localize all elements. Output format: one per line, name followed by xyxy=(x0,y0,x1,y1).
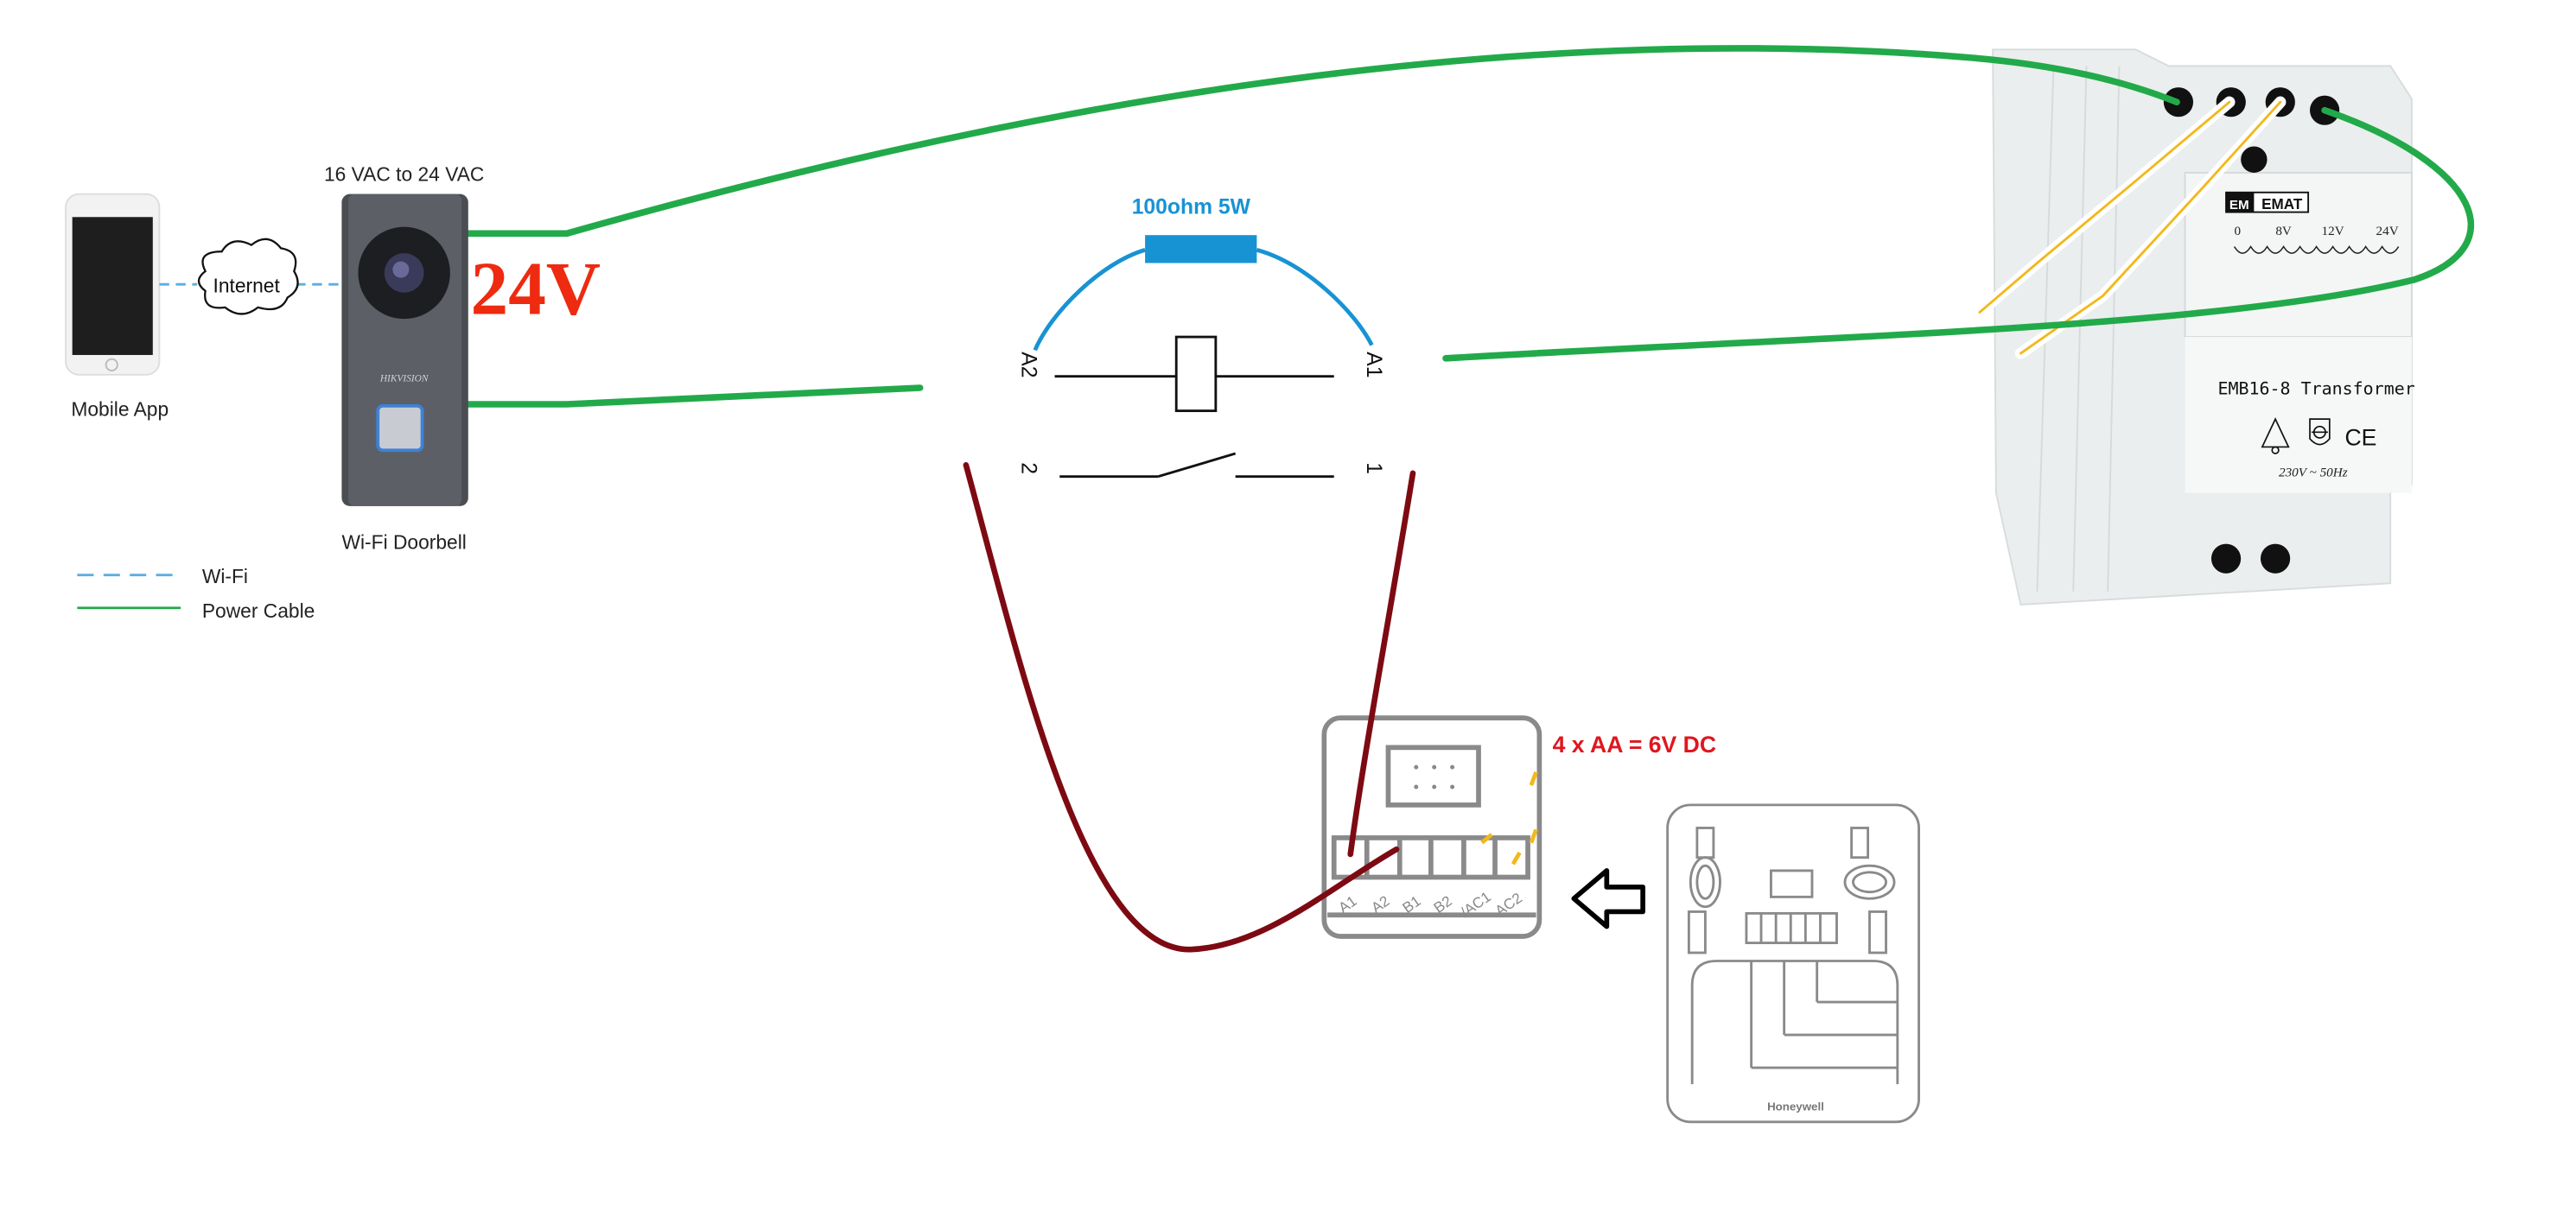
relay-wire-to-a1 xyxy=(1347,470,1416,858)
relay: 100ohm 5W A2 A1 2 1 xyxy=(1017,195,1385,479)
mobile-app-label: Mobile App xyxy=(71,397,169,420)
switch-terminal-2: 2 xyxy=(1017,462,1040,474)
tap-label: 12V xyxy=(2322,224,2344,238)
legend-power-label: Power Cable xyxy=(202,599,315,622)
doorbell-button xyxy=(376,404,424,453)
coil-terminal-a1: A1 xyxy=(1362,352,1385,377)
tap-label: 24V xyxy=(2376,224,2399,238)
voltage-range-label: 16 VAC to 24 VAC xyxy=(324,162,484,185)
honeywell-wall-plate xyxy=(1666,803,1920,1124)
doorbell-label: Wi-Fi Doorbell xyxy=(341,530,466,553)
bell-icon xyxy=(2261,417,2290,454)
power-cable-top xyxy=(465,45,2180,238)
emat-logo-mark: EM xyxy=(2229,198,2249,212)
transformer-brand: EMAT xyxy=(2261,196,2303,212)
relay-wire-to-a2 xyxy=(963,462,1400,953)
relay-coil xyxy=(1054,335,1334,413)
safety-transformer-icon xyxy=(2309,418,2331,446)
coil-terminal-a2: A2 xyxy=(1017,352,1040,377)
internet-cloud-icon xyxy=(197,238,299,315)
transformer: EM EMAT 0 8V 12V 24V EMB16-8 Transformer… xyxy=(1974,48,2415,606)
tap-label: 0 xyxy=(2235,224,2242,238)
transformer-rating: 230V ~ 50Hz xyxy=(2279,466,2348,480)
winding-symbol xyxy=(2233,245,2400,254)
relay-wires xyxy=(963,462,1416,953)
resistor-lead-left xyxy=(1033,248,1146,352)
resistor-label: 100ohm 5W xyxy=(1132,195,1251,219)
wifi-doorbell: HIKVISION xyxy=(341,193,468,506)
power-cable-right xyxy=(1442,106,2475,362)
ce-mark: CE xyxy=(2344,425,2376,451)
relay-switch xyxy=(1059,452,1334,479)
power-cables xyxy=(465,45,2475,408)
transformer-model: EMB16-8 Transformer xyxy=(2217,378,2414,399)
legend-wifi-label: Wi-Fi xyxy=(202,565,248,587)
thermostat-receiver: A1 A2 B1 B2 /AC1 AC2 xyxy=(1321,715,1542,939)
mobile-phone xyxy=(65,193,161,376)
internet-label: Internet xyxy=(213,275,281,297)
doorbell-brand: HIKVISION xyxy=(379,373,429,384)
voltage-big-label: 24V xyxy=(470,246,601,330)
legend: Wi-Fi Power Cable xyxy=(77,565,315,622)
honeywell-brand: Honeywell xyxy=(1767,1100,1824,1113)
power-cable-middle xyxy=(465,384,924,408)
battery-note: 4 x AA = 6V DC xyxy=(1553,732,1717,758)
switch-terminal-1: 1 xyxy=(1362,462,1385,474)
tap-label: 8V xyxy=(2275,224,2292,238)
resistor-lead-right xyxy=(1256,248,1374,346)
arrow-left-icon xyxy=(1571,868,1645,929)
resistor xyxy=(1145,235,1257,263)
